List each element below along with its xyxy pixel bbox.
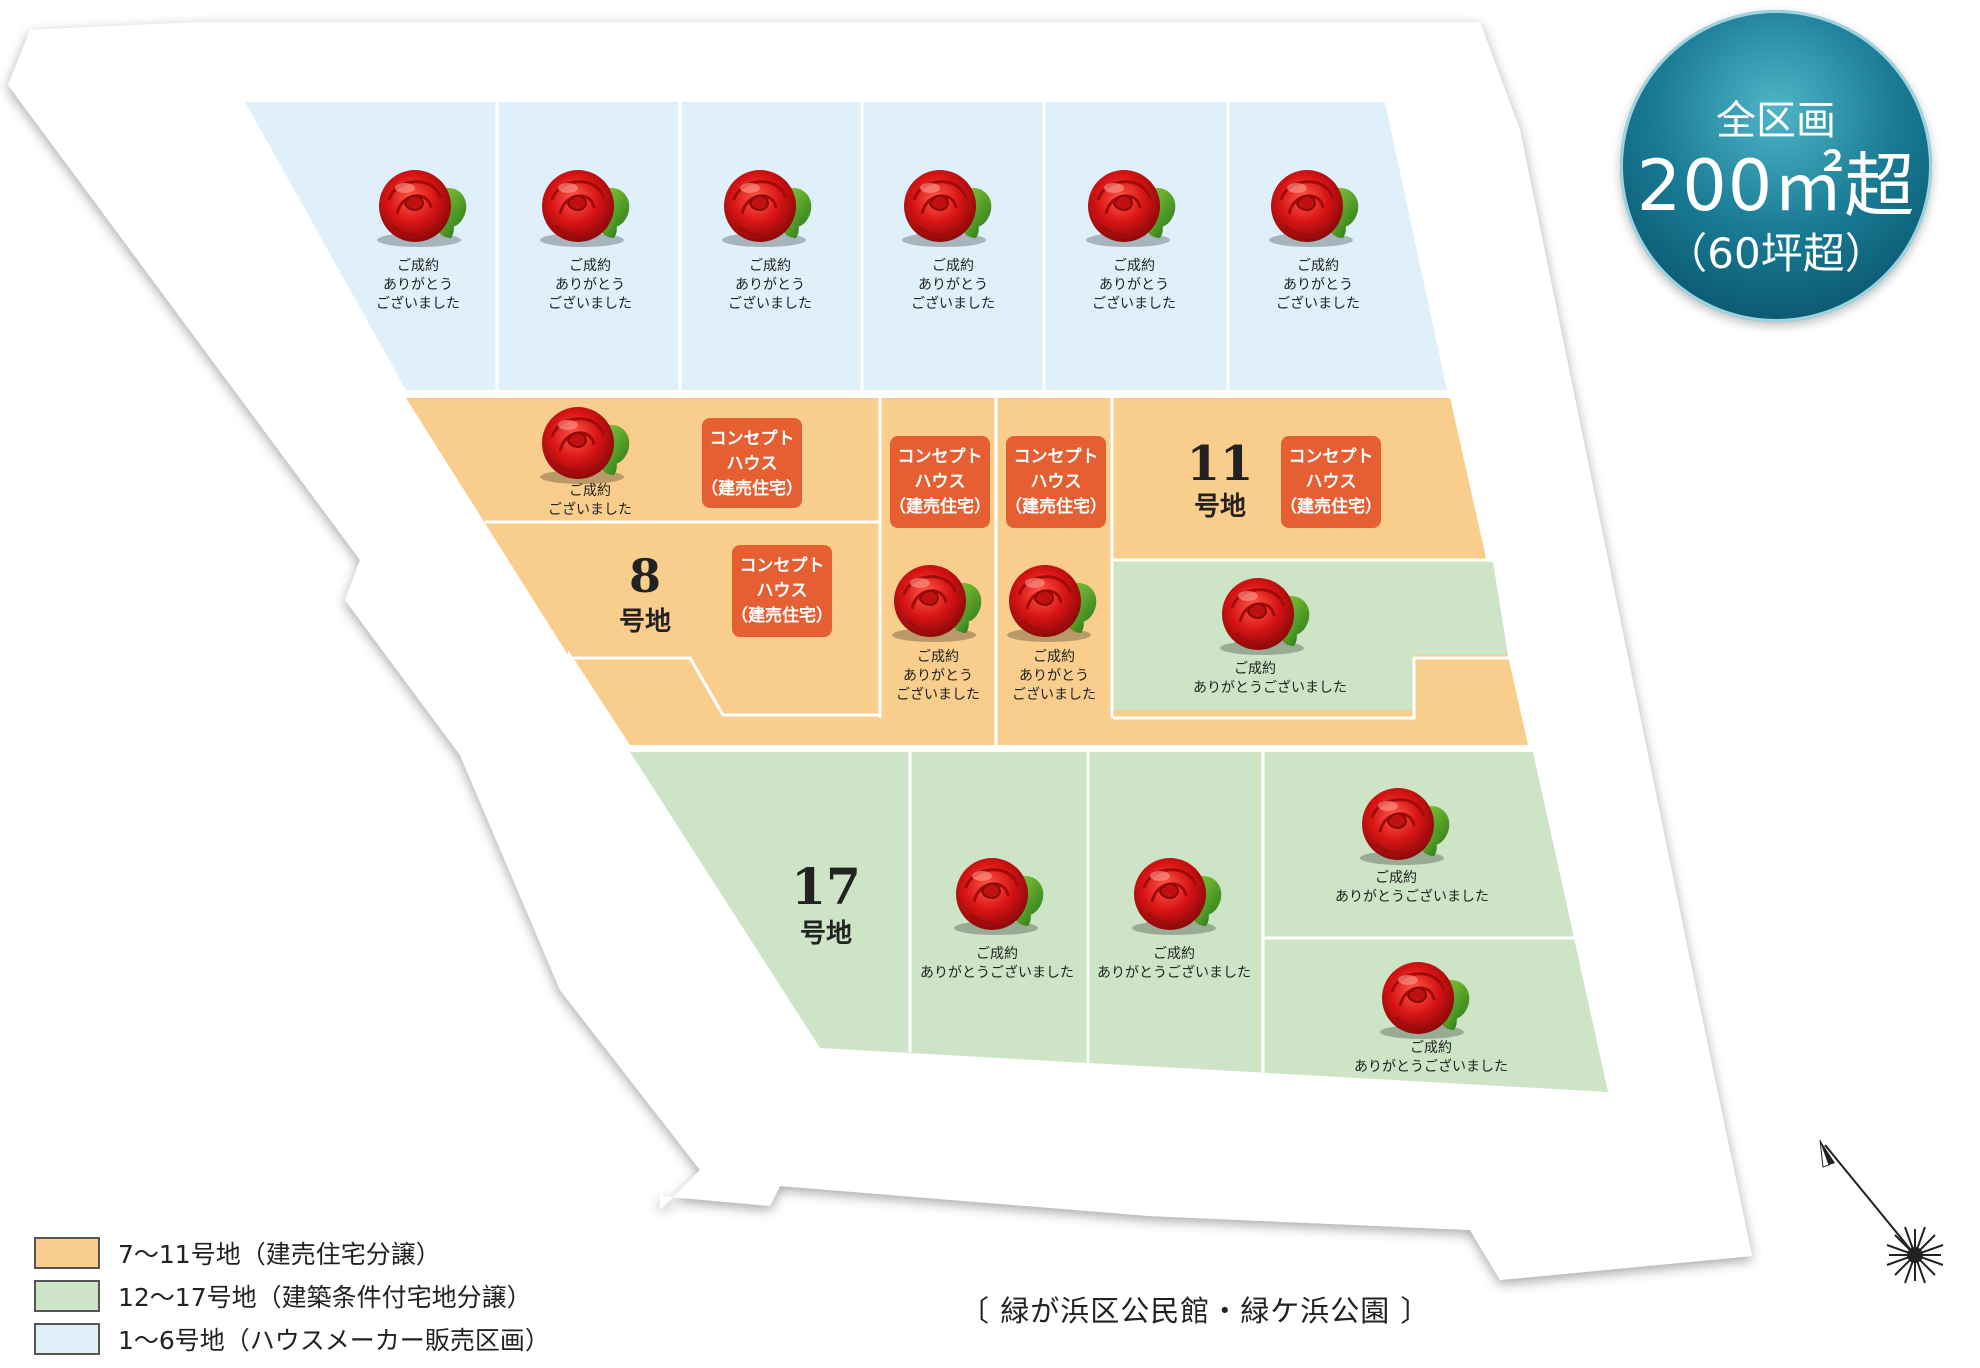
badge-line3: （60坪超） [1665, 229, 1887, 278]
svg-text:ハウス: ハウス [915, 472, 966, 492]
svg-text:ご成約: ご成約 [1375, 870, 1417, 886]
svg-text:コンセプト: コンセプト [740, 555, 825, 576]
svg-text:ご成約: ご成約 [1033, 649, 1075, 665]
svg-text:コンセプト: コンセプト [1289, 446, 1374, 467]
svg-text:号地: 号地 [619, 607, 671, 637]
svg-text:ありがとう: ありがとう [1283, 277, 1353, 293]
svg-text:17: 17 [791, 857, 861, 916]
zone-conditional-land [630, 752, 1608, 1092]
legend-swatch [34, 1280, 100, 1312]
legend-label: 12〜17号地（建築条件付宅地分譲） [118, 1283, 532, 1312]
svg-text:（建売住宅）: （建売住宅） [889, 496, 991, 517]
park-label: 〔 緑が浜区公民館・緑ケ浜公園 〕 [960, 1294, 1431, 1328]
svg-text:ご成約: ご成約 [749, 258, 791, 274]
legend-item-conditional-land: 12〜17号地（建築条件付宅地分譲） [34, 1277, 550, 1315]
svg-text:ご成約: ご成約 [397, 258, 439, 274]
svg-text:ありがとうございました: ありがとうございました [1354, 1058, 1508, 1075]
svg-text:ありがとうございました: ありがとうございました [1193, 679, 1347, 696]
svg-text:8: 8 [629, 549, 661, 603]
svg-text:ありがとう: ありがとう [735, 277, 805, 293]
svg-text:ございました: ございました [1012, 686, 1096, 703]
svg-text:ありがとう: ありがとう [1099, 277, 1169, 293]
svg-text:ございました: ございました [548, 501, 632, 518]
svg-text:ハウス: ハウス [1031, 472, 1082, 492]
svg-text:ご成約: ご成約 [1153, 946, 1195, 962]
svg-text:11: 11 [1187, 436, 1254, 492]
svg-text:（建売住宅）: （建売住宅） [701, 478, 803, 499]
svg-text:ありがとう: ありがとう [918, 277, 988, 293]
svg-text:ご成約: ご成約 [1410, 1040, 1452, 1056]
legend-item-built-for-sale: 7〜11号地（建売住宅分譲） [34, 1234, 550, 1272]
svg-text:ございました: ございました [548, 295, 632, 312]
lot-17-label: 17 号地 [791, 857, 861, 949]
svg-text:ご成約: ご成約 [1297, 258, 1339, 274]
svg-text:ありがとうございました: ありがとうございました [1097, 964, 1251, 981]
svg-text:（建売住宅）: （建売住宅） [1280, 496, 1382, 517]
svg-text:コンセプト: コンセプト [1014, 446, 1099, 467]
svg-text:ございました: ございました [896, 686, 980, 703]
all-lots-size-badge: 全区画 200㎡超 （60坪超） [1620, 10, 1932, 322]
legend-label: 1〜6号地（ハウスメーカー販売区画） [118, 1326, 550, 1355]
badge-line2: 200㎡超 [1636, 145, 1916, 227]
zone-housemaker [245, 102, 1447, 390]
legend-swatch [34, 1323, 100, 1355]
svg-text:ございました: ございました [1276, 295, 1360, 312]
svg-text:ありがとう: ありがとう [383, 277, 453, 293]
svg-text:ご成約: ご成約 [932, 258, 974, 274]
lot-11-label: 11 号地 [1187, 436, 1254, 522]
legend-label: 7〜11号地（建売住宅分譲） [118, 1240, 441, 1269]
svg-text:ございました: ございました [1092, 295, 1176, 312]
legend-swatch [34, 1237, 100, 1269]
north-arrow-icon [1819, 1139, 1944, 1284]
svg-text:ご成約: ご成約 [917, 649, 959, 665]
svg-text:ご成約: ご成約 [976, 946, 1018, 962]
svg-text:号地: 号地 [800, 919, 852, 949]
svg-text:ありがとう: ありがとう [555, 277, 625, 293]
lot-lines [485, 102, 1575, 1092]
svg-text:ありがとうございました: ありがとうございました [920, 964, 1074, 981]
svg-text:ありがとう: ありがとう [903, 668, 973, 684]
svg-text:ございました: ございました [376, 295, 460, 312]
svg-text:ございました: ございました [911, 295, 995, 312]
svg-text:ハウス: ハウス [727, 454, 778, 474]
svg-text:ありがとうございました: ありがとうございました [1335, 888, 1489, 905]
badge-line1: 全区画 [1716, 98, 1836, 144]
svg-text:ご成約: ご成約 [1234, 661, 1276, 677]
svg-text:（建売住宅）: （建売住宅） [1005, 496, 1107, 517]
svg-text:号地: 号地 [1194, 492, 1246, 522]
svg-text:ご成約: ご成約 [1113, 258, 1155, 274]
svg-text:ハウス: ハウス [1306, 472, 1357, 492]
svg-text:ご成約: ご成約 [569, 483, 611, 499]
svg-text:ハウス: ハウス [757, 581, 808, 601]
svg-text:ご成約: ご成約 [569, 258, 611, 274]
lot-8-label: 8 号地 [619, 549, 671, 637]
svg-text:（建売住宅）: （建売住宅） [731, 605, 833, 626]
svg-text:ございました: ございました [728, 295, 812, 312]
svg-text:ありがとう: ありがとう [1019, 668, 1089, 684]
legend: 7〜11号地（建売住宅分譲） 12〜17号地（建築条件付宅地分譲） 1〜6号地（… [34, 1234, 550, 1363]
legend-item-housemaker: 1〜6号地（ハウスメーカー販売区画） [34, 1320, 550, 1358]
svg-text:コンセプト: コンセプト [898, 446, 983, 467]
svg-text:コンセプト: コンセプト [710, 428, 795, 449]
